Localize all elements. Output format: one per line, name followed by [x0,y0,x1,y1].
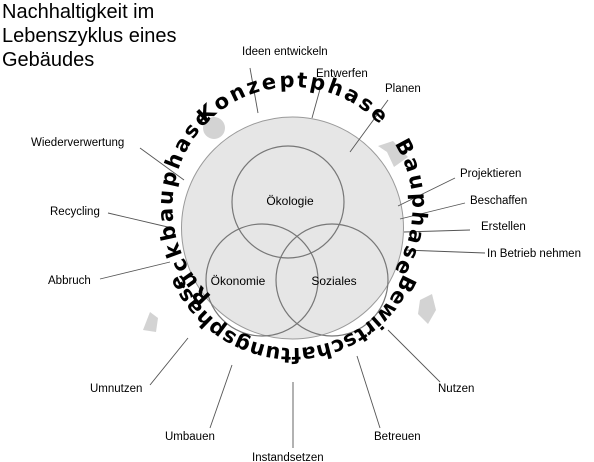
start-dot [203,117,225,139]
central-disc [181,116,404,340]
step-label-betreuen: Betreuen [374,431,421,443]
arrow-icon-rueckbau-konzept [143,312,158,332]
step-label-projektieren: Projektieren [460,168,521,180]
connector-umbauen [209,364,233,429]
venn-label-oekologie: Ökologie [266,194,314,208]
connector-erstellen [403,229,471,233]
venn-circle-soziales [275,223,389,337]
step-label-planen: Planen [385,83,421,95]
diagram-title: Nachhaltigkeit im Lebenszyklus eines Geb… [2,0,262,72]
venn-circle-oekologie [231,145,345,259]
step-label-abbruch: Abbruch [48,275,91,287]
step-label-nutzen: Nutzen [438,383,474,395]
connector-entwerfen [311,81,323,119]
connector-nutzen [387,329,441,383]
connector-wiederverwertung [139,147,185,181]
connector-planen [349,99,389,153]
step-label-umnutzen: Umnutzen [90,383,142,395]
connector-abbruch [99,261,171,280]
arrow-icon-bau-bewirtschaftung [418,294,436,324]
step-label-inbetrieb: In Betrieb nehmen [487,248,581,260]
venn-circle-oekonomie [205,223,319,337]
connector-inbetrieb [403,249,486,254]
step-label-instandsetzen: Instandsetzen [252,452,324,462]
connector-projektieren [397,177,456,207]
connector-betreuen [356,355,381,429]
title-line-2: Lebenszyklus eines [2,25,177,47]
step-label-erstellen: Erstellen [481,221,526,233]
title-line-1: Nachhaltigkeit im [2,1,155,23]
step-label-entwerfen: Entwerfen [316,68,368,80]
connector-recycling [107,212,173,229]
connector-umnutzen [149,337,189,386]
connector-lines [99,67,486,448]
step-label-beschaffen: Beschaffen [470,195,527,207]
step-label-umbauen: Umbauen [165,431,215,443]
connector-ideen [249,67,259,114]
connector-beschaffen [399,202,466,220]
venn-label-oekonomie: Ökonomie [211,274,266,288]
title-line-3: Gebäudes [2,49,95,71]
venn-label-soziales: Soziales [311,274,356,288]
step-label-wiederverwertung: Wiederverwertung [31,137,124,149]
arrow-icon-konzept-bau [378,141,408,167]
step-label-recycling: Recycling [50,206,100,218]
step-label-ideen: Ideen entwickeln [242,46,328,58]
